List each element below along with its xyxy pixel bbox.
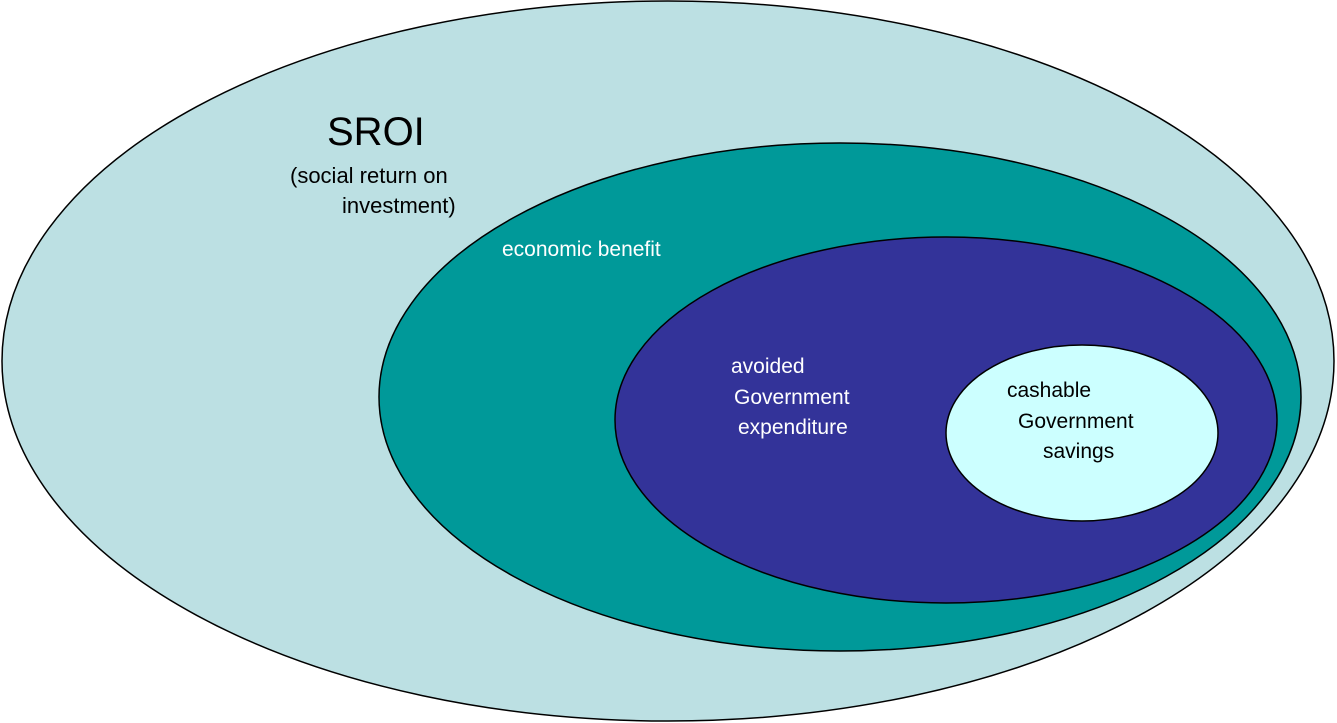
sroi-subtitle-line2: investment)	[342, 193, 456, 218]
economic-benefit-label: economic benefit	[502, 238, 661, 261]
cashable-label-line3: savings	[1043, 440, 1115, 463]
cashable-savings-ellipse	[945, 344, 1219, 522]
sroi-title: SROI	[327, 110, 425, 154]
sroi-subtitle-line1: (social return on	[290, 163, 448, 188]
avoided-label-line3: expenditure	[738, 416, 848, 439]
avoided-label-line2: Government	[734, 386, 850, 409]
cashable-label-line1: cashable	[1007, 379, 1092, 402]
avoided-label-line1: avoided	[731, 355, 805, 378]
cashable-label-line2: Government	[1018, 410, 1134, 433]
